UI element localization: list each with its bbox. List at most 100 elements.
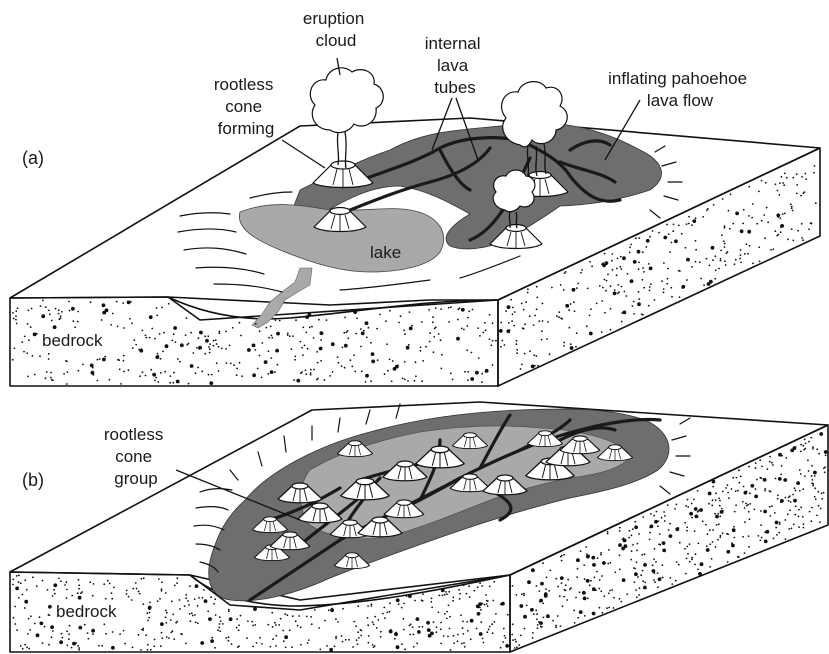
stipple-dot <box>463 642 465 644</box>
stipple-dot <box>154 380 156 382</box>
stipple-dot <box>27 309 29 311</box>
stipple-dot <box>380 636 382 638</box>
stipple-dot <box>689 561 691 563</box>
stipple-dot <box>163 332 165 334</box>
internal-lava-tubes-label-line1: internal <box>425 34 481 53</box>
stipple-dot <box>29 629 31 631</box>
stipple-dot <box>582 591 586 595</box>
stipple-dot <box>331 342 335 346</box>
stipple-dot <box>71 307 75 311</box>
stipple-dot <box>415 375 417 377</box>
stipple-dot <box>414 600 416 602</box>
stipple-dot <box>239 362 241 364</box>
stipple-dot <box>652 230 654 232</box>
stipple-dot <box>17 307 19 309</box>
stipple-dot <box>546 338 548 340</box>
stipple-dot <box>102 311 106 315</box>
stipple-dot <box>479 582 481 584</box>
stipple-dot <box>200 641 204 645</box>
stipple-dot <box>15 315 17 317</box>
stipple-dot <box>671 242 673 244</box>
stipple-dot <box>800 506 802 508</box>
stipple-dot <box>759 459 761 461</box>
stipple-dot <box>53 583 57 587</box>
stipple-dot <box>614 289 616 291</box>
stipple-dot <box>168 303 170 305</box>
stipple-dot <box>377 619 379 621</box>
stipple-dot <box>500 647 502 649</box>
stipple-dot <box>240 335 242 337</box>
stipple-dot <box>24 336 26 338</box>
stipple-dot <box>61 311 63 313</box>
stipple-dot <box>356 639 358 641</box>
stipple-dot <box>161 637 163 639</box>
stipple-dot <box>798 526 800 528</box>
stipple-dot <box>371 605 373 607</box>
stipple-dot <box>204 335 206 337</box>
stipple-dot <box>755 488 757 490</box>
stipple-dot <box>440 628 442 630</box>
stipple-dot <box>47 589 49 591</box>
stipple-dot <box>318 627 320 629</box>
stipple-dot <box>467 371 469 373</box>
stipple-dot <box>509 329 511 331</box>
stipple-dot <box>706 545 708 547</box>
stipple-dot <box>190 332 192 334</box>
stipple-dot <box>546 576 548 578</box>
stipple-dot <box>386 343 388 345</box>
stipple-dot <box>343 332 345 334</box>
stipple-dot <box>715 492 717 494</box>
stipple-dot <box>127 369 129 371</box>
stipple-dot <box>50 625 54 629</box>
stipple-dot <box>463 329 465 331</box>
stipple-dot <box>228 636 230 638</box>
stipple-dot <box>444 613 446 615</box>
stipple-dot <box>669 251 671 253</box>
stipple-dot <box>470 638 472 640</box>
stipple-dot <box>534 365 536 367</box>
stipple-dot <box>618 291 620 293</box>
stipple-dot <box>296 379 300 383</box>
stipple-dot <box>170 375 172 377</box>
stipple-dot <box>732 477 734 479</box>
stipple-dot <box>691 517 693 519</box>
stipple-dot <box>579 610 583 614</box>
stipple-dot <box>820 508 822 510</box>
stipple-dot <box>467 379 469 381</box>
stipple-dot <box>638 291 640 293</box>
stipple-dot <box>643 563 647 567</box>
stipple-dot <box>24 607 26 609</box>
stipple-dot <box>648 263 650 265</box>
stipple-dot <box>718 498 720 500</box>
stipple-dot <box>764 490 766 492</box>
stipple-dot <box>653 579 655 581</box>
rootless-cone-group-label-line1: rootless <box>104 425 164 444</box>
stipple-dot <box>542 562 544 564</box>
stipple-dot <box>27 376 29 378</box>
stipple-dot <box>188 383 190 385</box>
stipple-dot <box>486 631 488 633</box>
stipple-dot <box>213 340 215 342</box>
stipple-dot <box>112 631 114 633</box>
stipple-dot <box>184 605 186 607</box>
stipple-dot <box>823 492 825 494</box>
stipple-dot <box>801 176 803 178</box>
stipple-dot <box>365 381 367 383</box>
stipple-dot <box>654 548 656 550</box>
stipple-dot <box>523 594 525 596</box>
stipple-dot <box>590 580 592 582</box>
inflating-pahoehoe-label: inflating pahoehoe lava flow <box>608 69 752 110</box>
stipple-dot <box>220 620 222 622</box>
stipple-dot <box>784 213 786 215</box>
stipple-dot <box>764 540 768 544</box>
rootless-cone-group-label-line2: cone <box>115 447 152 466</box>
stipple-dot <box>765 530 769 534</box>
stipple-dot <box>688 223 690 225</box>
stipple-dot <box>662 541 666 545</box>
stipple-dot <box>707 208 709 210</box>
stipple-dot <box>466 621 468 623</box>
stipple-dot <box>707 533 709 535</box>
stipple-dot <box>754 495 758 499</box>
stipple-dot <box>659 533 661 535</box>
stipple-dot <box>450 372 452 374</box>
